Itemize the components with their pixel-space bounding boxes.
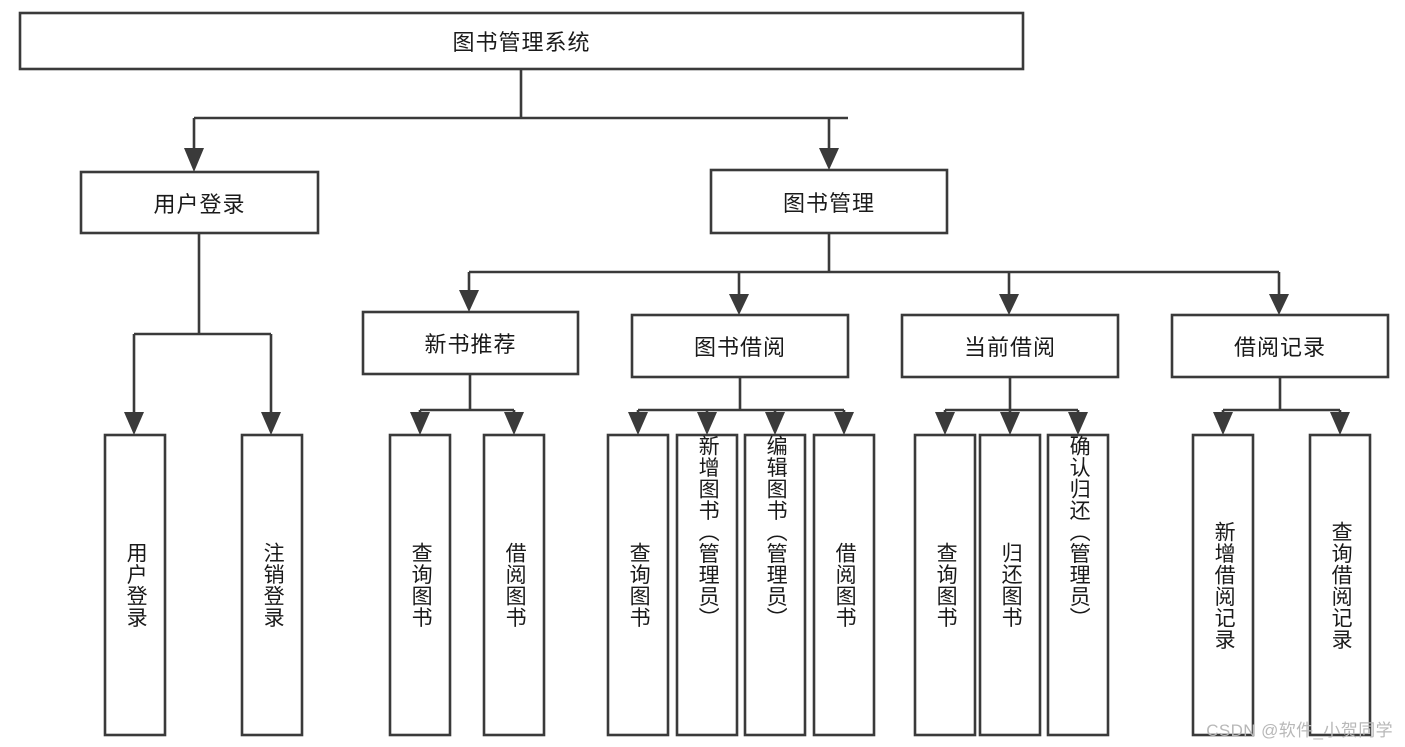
- arrowhead-book-management: [819, 148, 839, 170]
- node-leaf-return-book[interactable]: [978, 433, 1042, 737]
- node-leaf-edit-book[interactable]: [743, 433, 807, 737]
- node-leaf-query-book-1[interactable]: [388, 433, 452, 737]
- arrowhead-borrow-record: [1269, 294, 1289, 315]
- node-layer: [18, 11, 1390, 737]
- arrowhead-leaf-8: [834, 412, 854, 435]
- arrowhead-leaf-3: [410, 412, 430, 435]
- node-leaf-query-borrow-record[interactable]: [1308, 433, 1372, 737]
- node-root[interactable]: [18, 11, 1025, 71]
- arrowhead-leaf-12: [1213, 412, 1233, 435]
- node-book-borrow[interactable]: [630, 313, 850, 379]
- arrowhead-layer: [124, 148, 1350, 435]
- node-borrow-record[interactable]: [1170, 313, 1390, 379]
- arrowhead-leaf-11: [1068, 412, 1088, 435]
- node-leaf-borrow-book-1[interactable]: [482, 433, 546, 737]
- node-leaf-query-book-2[interactable]: [606, 433, 670, 737]
- node-leaf-query-book-3[interactable]: [913, 433, 977, 737]
- arrowhead-leaf-13: [1330, 412, 1350, 435]
- node-user-login[interactable]: [79, 170, 320, 235]
- node-current-borrow[interactable]: [900, 313, 1120, 379]
- arrowhead-user-login: [184, 148, 204, 172]
- arrowhead-leaf-1: [124, 412, 144, 435]
- arrowhead-current-borrow: [999, 294, 1019, 315]
- node-leaf-confirm-return[interactable]: [1046, 433, 1110, 737]
- arrowhead-book-borrow: [729, 294, 749, 315]
- arrowhead-leaf-10: [1000, 412, 1020, 435]
- arrowhead-leaf-2: [261, 412, 281, 435]
- node-book-management[interactable]: [709, 168, 949, 235]
- node-leaf-logout-login[interactable]: [240, 433, 304, 737]
- arrowhead-leaf-4: [504, 412, 524, 435]
- node-new-book-recommend[interactable]: [361, 310, 580, 376]
- node-leaf-add-book[interactable]: [675, 433, 739, 737]
- node-leaf-add-borrow-record[interactable]: [1191, 433, 1255, 737]
- arrowhead-new-book-recommend: [459, 290, 479, 312]
- node-leaf-user-login[interactable]: [103, 433, 167, 737]
- arrowhead-leaf-5: [628, 412, 648, 435]
- watermark-text: CSDN @软件_小贺同学: [1206, 721, 1393, 740]
- arrowhead-leaf-9: [935, 412, 955, 435]
- arrowhead-leaf-6: [697, 412, 717, 435]
- node-leaf-borrow-book-2[interactable]: [812, 433, 876, 737]
- arrowhead-leaf-7: [765, 412, 785, 435]
